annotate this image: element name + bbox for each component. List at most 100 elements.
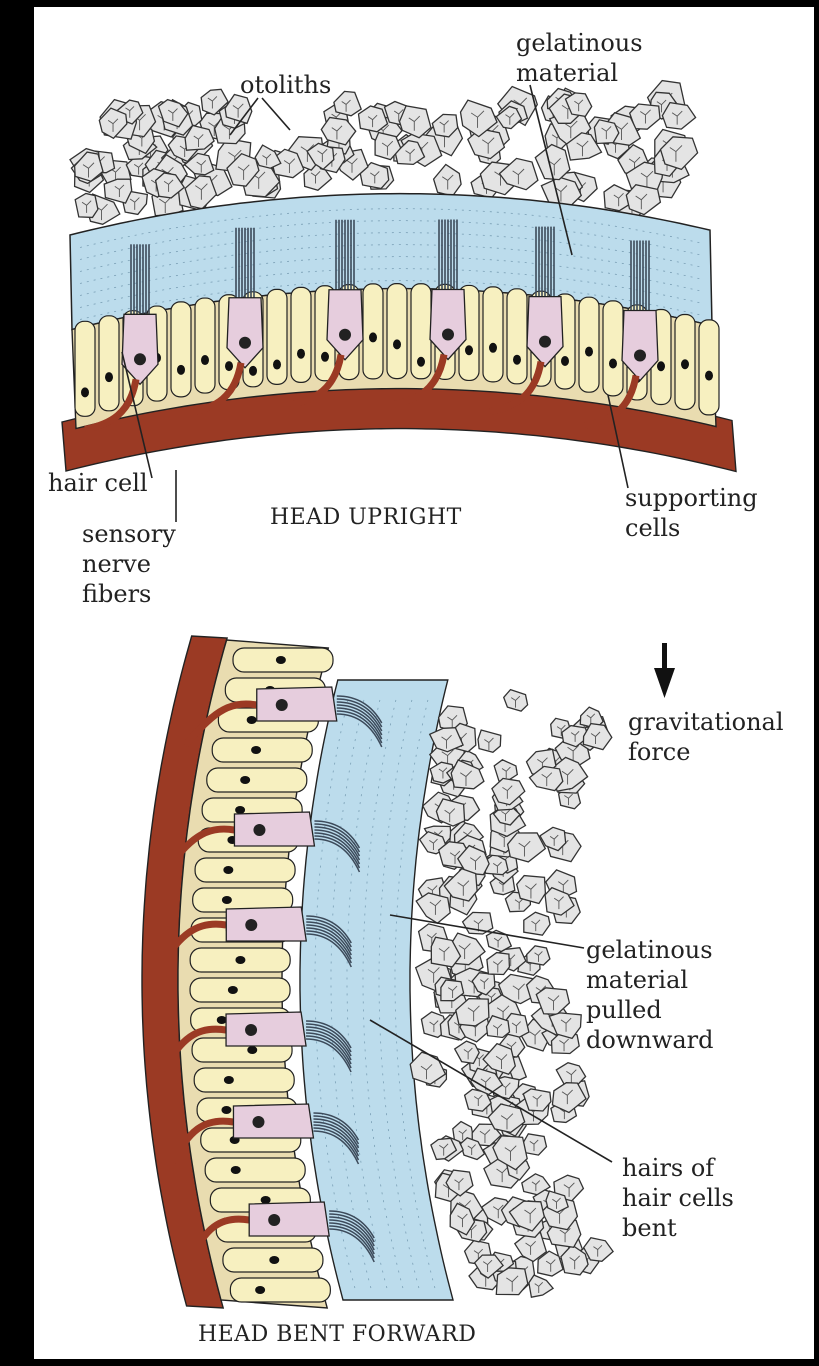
cell-nucleus xyxy=(201,355,209,365)
cell-nucleus xyxy=(81,387,89,397)
hair-cell-nucleus xyxy=(253,824,265,836)
otolith-crystal xyxy=(416,893,450,923)
cell-nucleus xyxy=(224,1076,234,1084)
panel-title-head-bent-forward: HEAD BENT FORWARD xyxy=(198,1320,476,1350)
hair-cell-nucleus xyxy=(134,353,146,365)
otolith-crystal xyxy=(321,118,355,145)
otolith-crystal xyxy=(529,1275,553,1297)
otolith-crystal xyxy=(626,185,660,215)
hair-cell-nucleus xyxy=(339,329,351,341)
cell-nucleus xyxy=(228,986,238,994)
cell-nucleus xyxy=(417,357,425,367)
cell-nucleus xyxy=(235,806,245,814)
otolith-crystal xyxy=(334,91,361,115)
supporting-cell xyxy=(291,287,311,382)
cell-nucleus xyxy=(235,956,245,964)
cell-nucleus xyxy=(657,361,665,371)
supporting-cell xyxy=(699,320,719,415)
cell-nucleus xyxy=(240,776,250,784)
label-otoliths: otoliths xyxy=(240,70,331,100)
cell-nucleus xyxy=(225,361,233,371)
otolith-crystal xyxy=(455,1041,480,1063)
label-gelatinous-material: gelatinous material xyxy=(516,28,643,88)
cell-nucleus xyxy=(222,896,232,904)
supporting-cell xyxy=(194,1068,294,1092)
hair-cell-nucleus xyxy=(276,699,288,711)
cell-nucleus xyxy=(231,1166,241,1174)
label-hair-cell: hair cell xyxy=(48,468,148,498)
hair-cell xyxy=(226,1012,306,1046)
otolith-crystal xyxy=(508,833,546,862)
supporting-cell xyxy=(387,284,407,379)
supporting-cell xyxy=(507,289,527,384)
hair-cell-nucleus xyxy=(539,336,551,348)
supporting-cell xyxy=(363,284,383,379)
cell-nucleus xyxy=(221,1106,231,1114)
cell-nucleus xyxy=(276,656,286,664)
down-arrow-icon xyxy=(654,643,675,698)
cell-nucleus xyxy=(261,1196,271,1204)
panel-title-head-upright: HEAD UPRIGHT xyxy=(270,503,462,533)
label-gelatinous-pulled-downward: gelatinous material pulled downward xyxy=(586,935,714,1055)
hair-cell-nucleus xyxy=(245,1024,257,1036)
hair-cell-nucleus xyxy=(245,919,257,931)
head-upright-illustration xyxy=(62,81,736,472)
label-hairs-bent: hairs of hair cells bent xyxy=(622,1153,734,1243)
hair-cell xyxy=(257,687,337,721)
hair-cell xyxy=(234,812,314,846)
cell-nucleus xyxy=(489,343,497,353)
cell-nucleus xyxy=(247,716,257,724)
supporting-cell xyxy=(483,287,503,382)
supporting-cell xyxy=(579,297,599,392)
otolith-crystal xyxy=(494,760,517,781)
hair-cell xyxy=(233,1104,313,1138)
hair-cell-nucleus xyxy=(252,1116,264,1128)
hair-cell-nucleus xyxy=(634,350,646,362)
cell-nucleus xyxy=(223,866,233,874)
label-sensory-nerve-fibers: sensory nerve fibers xyxy=(82,519,176,609)
supporting-cell xyxy=(195,298,215,393)
cell-nucleus xyxy=(585,347,593,357)
supporting-cell xyxy=(212,738,312,762)
head-bent-forward-illustration xyxy=(142,636,613,1308)
cell-nucleus xyxy=(247,1046,257,1054)
cell-nucleus xyxy=(249,366,257,376)
cell-nucleus xyxy=(609,359,617,369)
cell-nucleus xyxy=(269,1256,279,1264)
cell-nucleus xyxy=(321,352,329,362)
cell-nucleus xyxy=(705,371,713,381)
cell-nucleus xyxy=(561,356,569,366)
cell-nucleus xyxy=(177,365,185,375)
cell-nucleus xyxy=(513,355,521,365)
label-supporting-cells: supporting cells xyxy=(625,483,758,543)
supporting-cell xyxy=(195,858,295,882)
supporting-cell xyxy=(205,1158,305,1182)
otolith-crystal xyxy=(662,103,695,130)
cell-nucleus xyxy=(217,1016,227,1024)
otolith-crystal xyxy=(400,106,431,138)
cell-nucleus xyxy=(369,332,377,342)
supporting-cell xyxy=(603,301,623,396)
cell-nucleus xyxy=(681,359,689,369)
supporting-cell xyxy=(75,321,95,416)
hair-cell xyxy=(249,1202,329,1236)
supporting-cell xyxy=(267,289,287,384)
supporting-cell xyxy=(171,302,191,397)
supporting-cell xyxy=(207,768,307,792)
cell-nucleus xyxy=(105,372,113,382)
hair-cell-nucleus xyxy=(239,337,251,349)
otolith-crystal xyxy=(478,730,501,752)
supporting-cell xyxy=(190,978,290,1002)
hair-cell xyxy=(226,907,306,941)
supporting-cell xyxy=(99,316,119,411)
cell-nucleus xyxy=(251,746,261,754)
cell-nucleus xyxy=(273,360,281,370)
otolith-crystal xyxy=(524,912,550,935)
cell-nucleus xyxy=(255,1286,265,1294)
supporting-cell xyxy=(230,1278,330,1302)
hair-cell-nucleus xyxy=(442,328,454,340)
leader-otoliths-2 xyxy=(262,98,290,130)
hair-cell-nucleus xyxy=(268,1214,280,1226)
cell-nucleus xyxy=(297,349,305,359)
label-gravitational-force: gravitational force xyxy=(628,707,784,767)
